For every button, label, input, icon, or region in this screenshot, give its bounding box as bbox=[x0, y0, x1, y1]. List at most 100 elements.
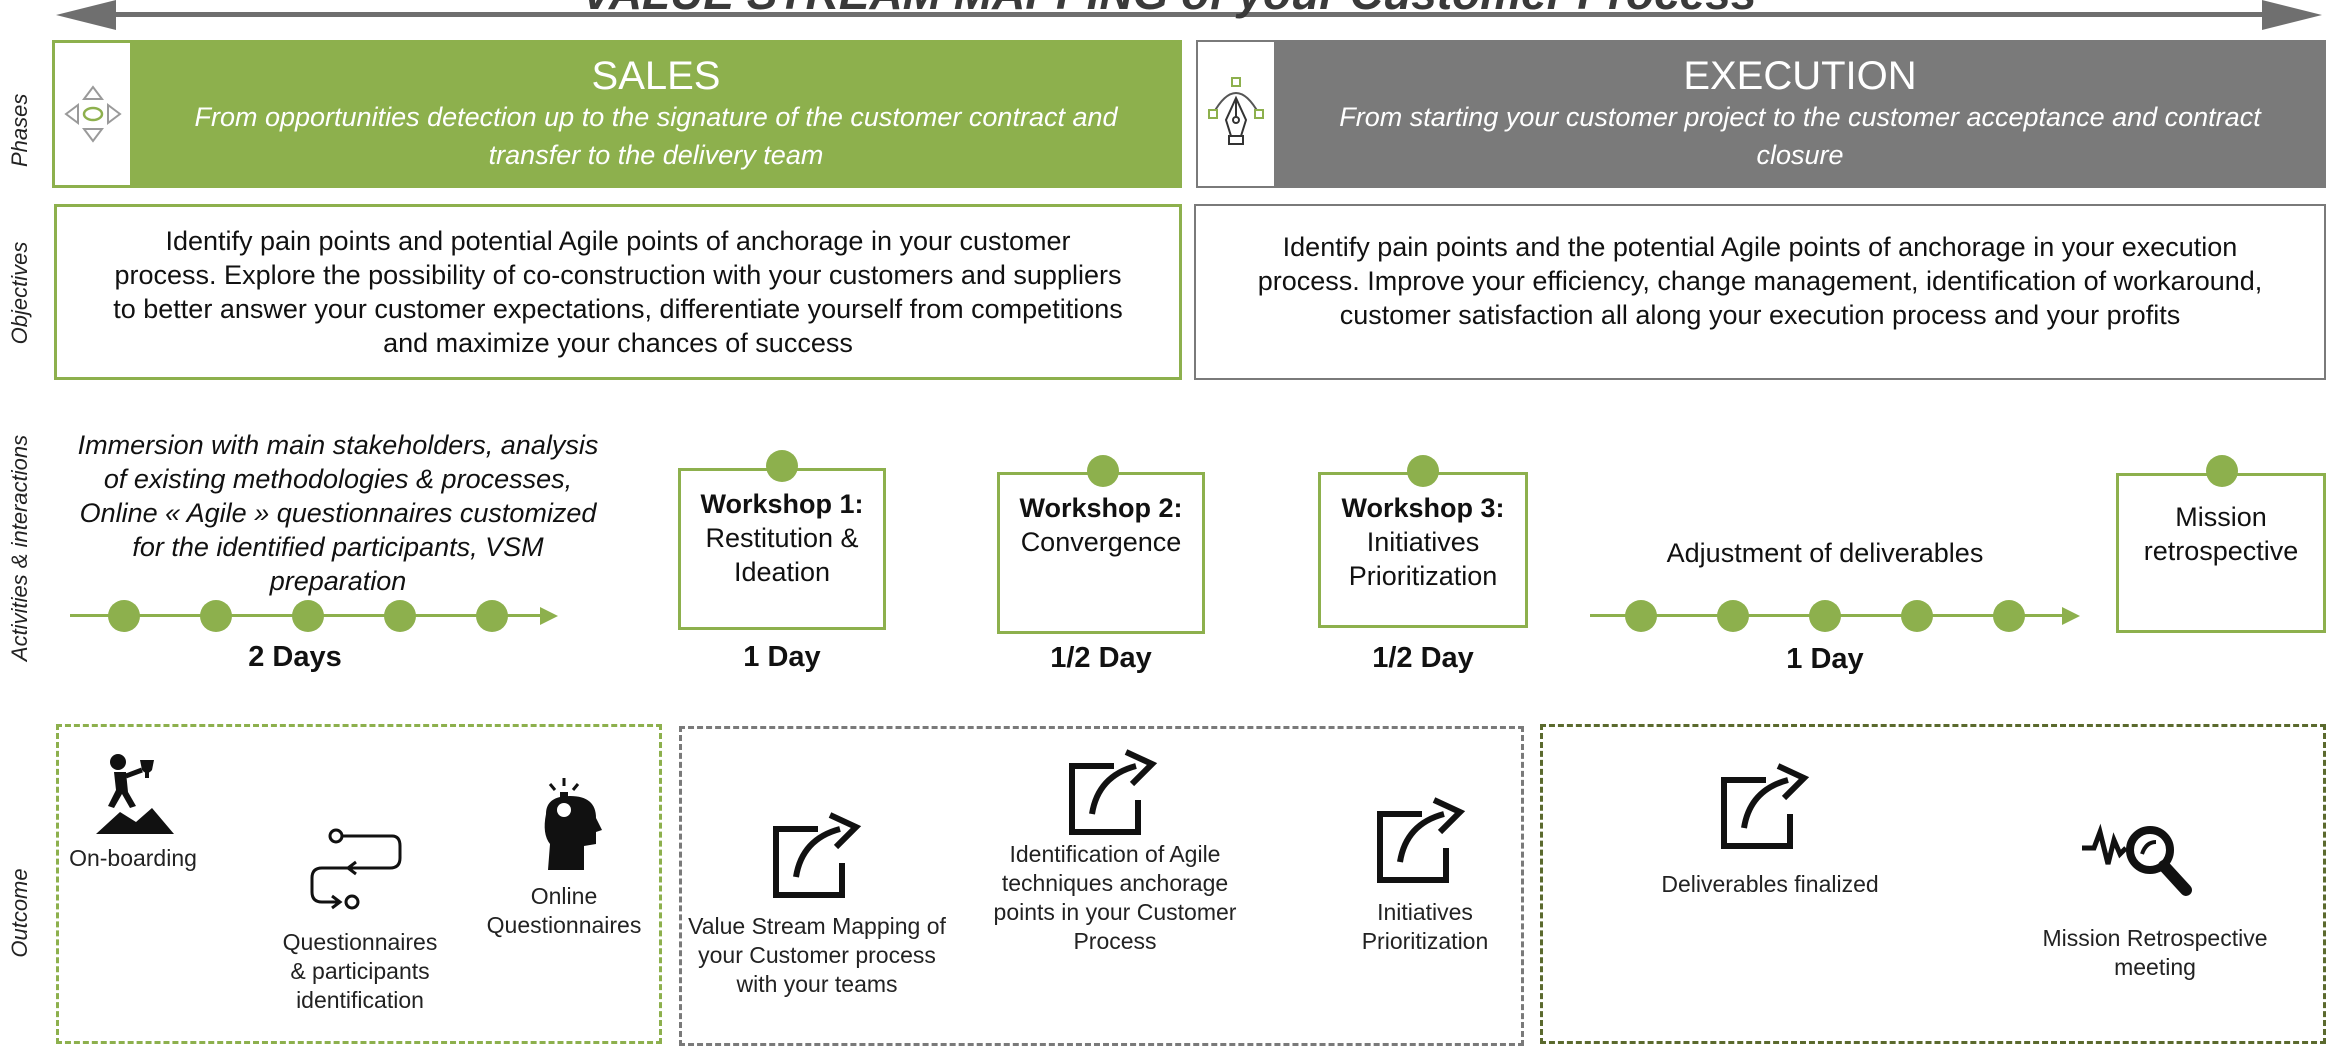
workshop-3-line-1: Initiatives bbox=[1366, 527, 1480, 557]
objectives-execution-line-3: customer satisfaction all along your exe… bbox=[1339, 300, 2181, 330]
outcome-online-questionnaires-line-2: Questionnaires bbox=[486, 912, 642, 938]
phase-sales-desc-1: From opportunities detection up to the s… bbox=[194, 102, 1118, 132]
duration-workshop-1: 1 Day bbox=[743, 641, 821, 673]
retrospective-dot bbox=[2206, 455, 2238, 487]
adjustment-label: Adjustment of deliverables bbox=[1666, 538, 1984, 568]
outcome-identification-line-4: Process bbox=[1073, 928, 1157, 954]
timeline-dot bbox=[1809, 600, 1841, 632]
duration-adjustment: 1 Day bbox=[1786, 643, 1864, 675]
outcome-deliverables-label: Deliverables finalized bbox=[1661, 871, 1879, 897]
timeline-dot bbox=[476, 600, 508, 632]
duration-workshop-2: 1/2 Day bbox=[1050, 642, 1152, 674]
outcome-initiatives-label: Initiatives Prioritization bbox=[1330, 898, 1520, 956]
timeline-immersion-arrow-icon bbox=[540, 607, 558, 625]
timeline-dot bbox=[384, 600, 416, 632]
move-arrows-icon bbox=[63, 85, 122, 143]
objectives-sales-line-1: Identify pain points and potential Agile… bbox=[165, 226, 1071, 256]
phase-execution-title: EXECUTION bbox=[1683, 54, 1917, 98]
page-title: VALUE STREAM MAPPING of your Customer Pr… bbox=[0, 0, 2338, 16]
phase-sales-icon-cell bbox=[55, 43, 133, 185]
outcome-online-questionnaires-label: Online Questionnaires bbox=[474, 882, 654, 940]
onboarding-icon bbox=[96, 754, 174, 834]
workshop-3-line-2: Prioritization bbox=[1348, 561, 1498, 591]
objectives-sales-line-4: and maximize your chances of success bbox=[383, 328, 853, 358]
immersion-line-3: Online « Agile » questionnaires customiz… bbox=[79, 498, 597, 528]
workshop-3-dot bbox=[1407, 455, 1439, 487]
row-label-objectives: Objectives bbox=[7, 241, 32, 345]
outcome-identification-line-1: Identification of Agile bbox=[1009, 841, 1221, 867]
outcome-identification-line-3: points in your Customer bbox=[993, 899, 1237, 925]
workshop-2-title: Workshop 2: bbox=[1019, 493, 1183, 523]
objectives-execution: Identify pain points and the potential A… bbox=[1194, 204, 2326, 380]
row-label-activities: Activities & interactions bbox=[7, 434, 32, 662]
phase-execution-desc-2: closure bbox=[1756, 140, 1844, 170]
timeline-dot bbox=[1901, 600, 1933, 632]
immersion-line-4: for the identified participants, VSM bbox=[132, 532, 544, 562]
workshop-2-line-1: Convergence bbox=[1020, 527, 1182, 557]
immersion-line-1: Immersion with main stakeholders, analys… bbox=[77, 430, 599, 460]
outcome-vsm-line-3: with your teams bbox=[736, 971, 898, 997]
objectives-execution-line-2: process. Improve your efficiency, change… bbox=[1257, 266, 2263, 296]
timeline-arrow-bar bbox=[95, 12, 2280, 17]
workshop-1-dot bbox=[766, 450, 798, 482]
outcome-questionnaires-line-2: & participants bbox=[290, 958, 430, 984]
phase-execution-body: EXECUTION From starting your customer pr… bbox=[1276, 42, 2324, 186]
timeline-dot bbox=[1625, 600, 1657, 632]
workshop-1-line-1: Restitution & bbox=[705, 523, 859, 553]
outcome-questionnaires-label: Questionnaires & participants identifica… bbox=[250, 928, 470, 1015]
export-share-icon bbox=[1069, 749, 1158, 835]
arrow-right-icon bbox=[2262, 0, 2322, 30]
objectives-sales: Identify pain points and potential Agile… bbox=[54, 204, 1182, 380]
pen-tool-icon bbox=[1208, 77, 1264, 145]
outcome-initiatives-line-1: Initiatives bbox=[1377, 899, 1473, 925]
timeline-dot bbox=[200, 600, 232, 632]
workshop-1-line-2: Ideation bbox=[733, 557, 831, 587]
retrospective-line-2: retrospective bbox=[2143, 536, 2299, 566]
workshop-2-box: Workshop 2: Convergence bbox=[997, 472, 1205, 634]
outcome-mission-retro-label: Mission Retrospective meeting bbox=[2020, 924, 2290, 982]
search-analysis-icon bbox=[2082, 823, 2192, 896]
thinking-head-icon bbox=[544, 778, 602, 870]
outcome-questionnaires-line-1: Questionnaires bbox=[282, 929, 438, 955]
export-share-icon bbox=[773, 812, 862, 898]
objectives-sales-line-3: to better answer your customer expectati… bbox=[113, 294, 1123, 324]
row-label-outcome: Outcome bbox=[7, 868, 32, 958]
phase-execution-icon-cell bbox=[1198, 42, 1276, 186]
workshop-1-title: Workshop 1: bbox=[700, 489, 864, 519]
outcome-initiatives-line-2: Prioritization bbox=[1361, 928, 1489, 954]
immersion-line-2: of existing methodologies & processes, bbox=[103, 464, 573, 494]
arrow-left-icon bbox=[56, 0, 116, 30]
timeline-dot bbox=[1717, 600, 1749, 632]
timeline-dot bbox=[292, 600, 324, 632]
phase-execution-desc-1: From starting your customer project to t… bbox=[1339, 102, 2261, 132]
timeline-dot bbox=[108, 600, 140, 632]
duration-workshop-3: 1/2 Day bbox=[1372, 642, 1474, 674]
phase-sales-body: SALES From opportunities detection up to… bbox=[133, 43, 1179, 185]
workflow-steps-icon bbox=[310, 828, 402, 910]
objectives-execution-line-1: Identify pain points and the potential A… bbox=[1282, 232, 2238, 262]
objectives-sales-line-2: process. Explore the possibility of co-c… bbox=[114, 260, 1122, 290]
immersion-line-5: preparation bbox=[269, 566, 407, 596]
outcome-vsm-line-2: your Customer process bbox=[698, 942, 936, 968]
outcome-vsm-label: Value Stream Mapping of your Customer pr… bbox=[676, 912, 958, 999]
phase-sales-title: SALES bbox=[591, 54, 721, 98]
workshop-3-box: Workshop 3: Initiatives Prioritization bbox=[1318, 472, 1528, 628]
retrospective-line-1: Mission bbox=[2175, 502, 2267, 532]
phase-sales: SALES From opportunities detection up to… bbox=[52, 40, 1182, 188]
outcome-mission-retro-line-2: meeting bbox=[2114, 954, 2196, 980]
timeline-adjustment-arrow-icon bbox=[2062, 607, 2080, 625]
workshop-1-box: Workshop 1: Restitution & Ideation bbox=[678, 468, 886, 630]
row-label-phases: Phases bbox=[7, 93, 32, 167]
phase-execution: EXECUTION From starting your customer pr… bbox=[1196, 40, 2326, 188]
duration-immersion: 2 Days bbox=[248, 641, 342, 673]
outcome-identification-line-2: techniques anchorage bbox=[1001, 870, 1229, 896]
workshop-3-title: Workshop 3: bbox=[1341, 493, 1505, 523]
phase-sales-desc-2: transfer to the delivery team bbox=[488, 140, 824, 170]
outcome-questionnaires-line-3: identification bbox=[296, 987, 424, 1013]
outcome-online-questionnaires-line-1: Online bbox=[530, 883, 598, 909]
timeline-dot bbox=[1993, 600, 2025, 632]
outcome-identification-label: Identification of Agile techniques ancho… bbox=[975, 840, 1255, 956]
outcome-mission-retro-line-1: Mission Retrospective bbox=[2042, 925, 2268, 951]
outcome-onboarding-label: On-boarding bbox=[69, 845, 197, 871]
export-share-icon bbox=[1377, 797, 1466, 883]
